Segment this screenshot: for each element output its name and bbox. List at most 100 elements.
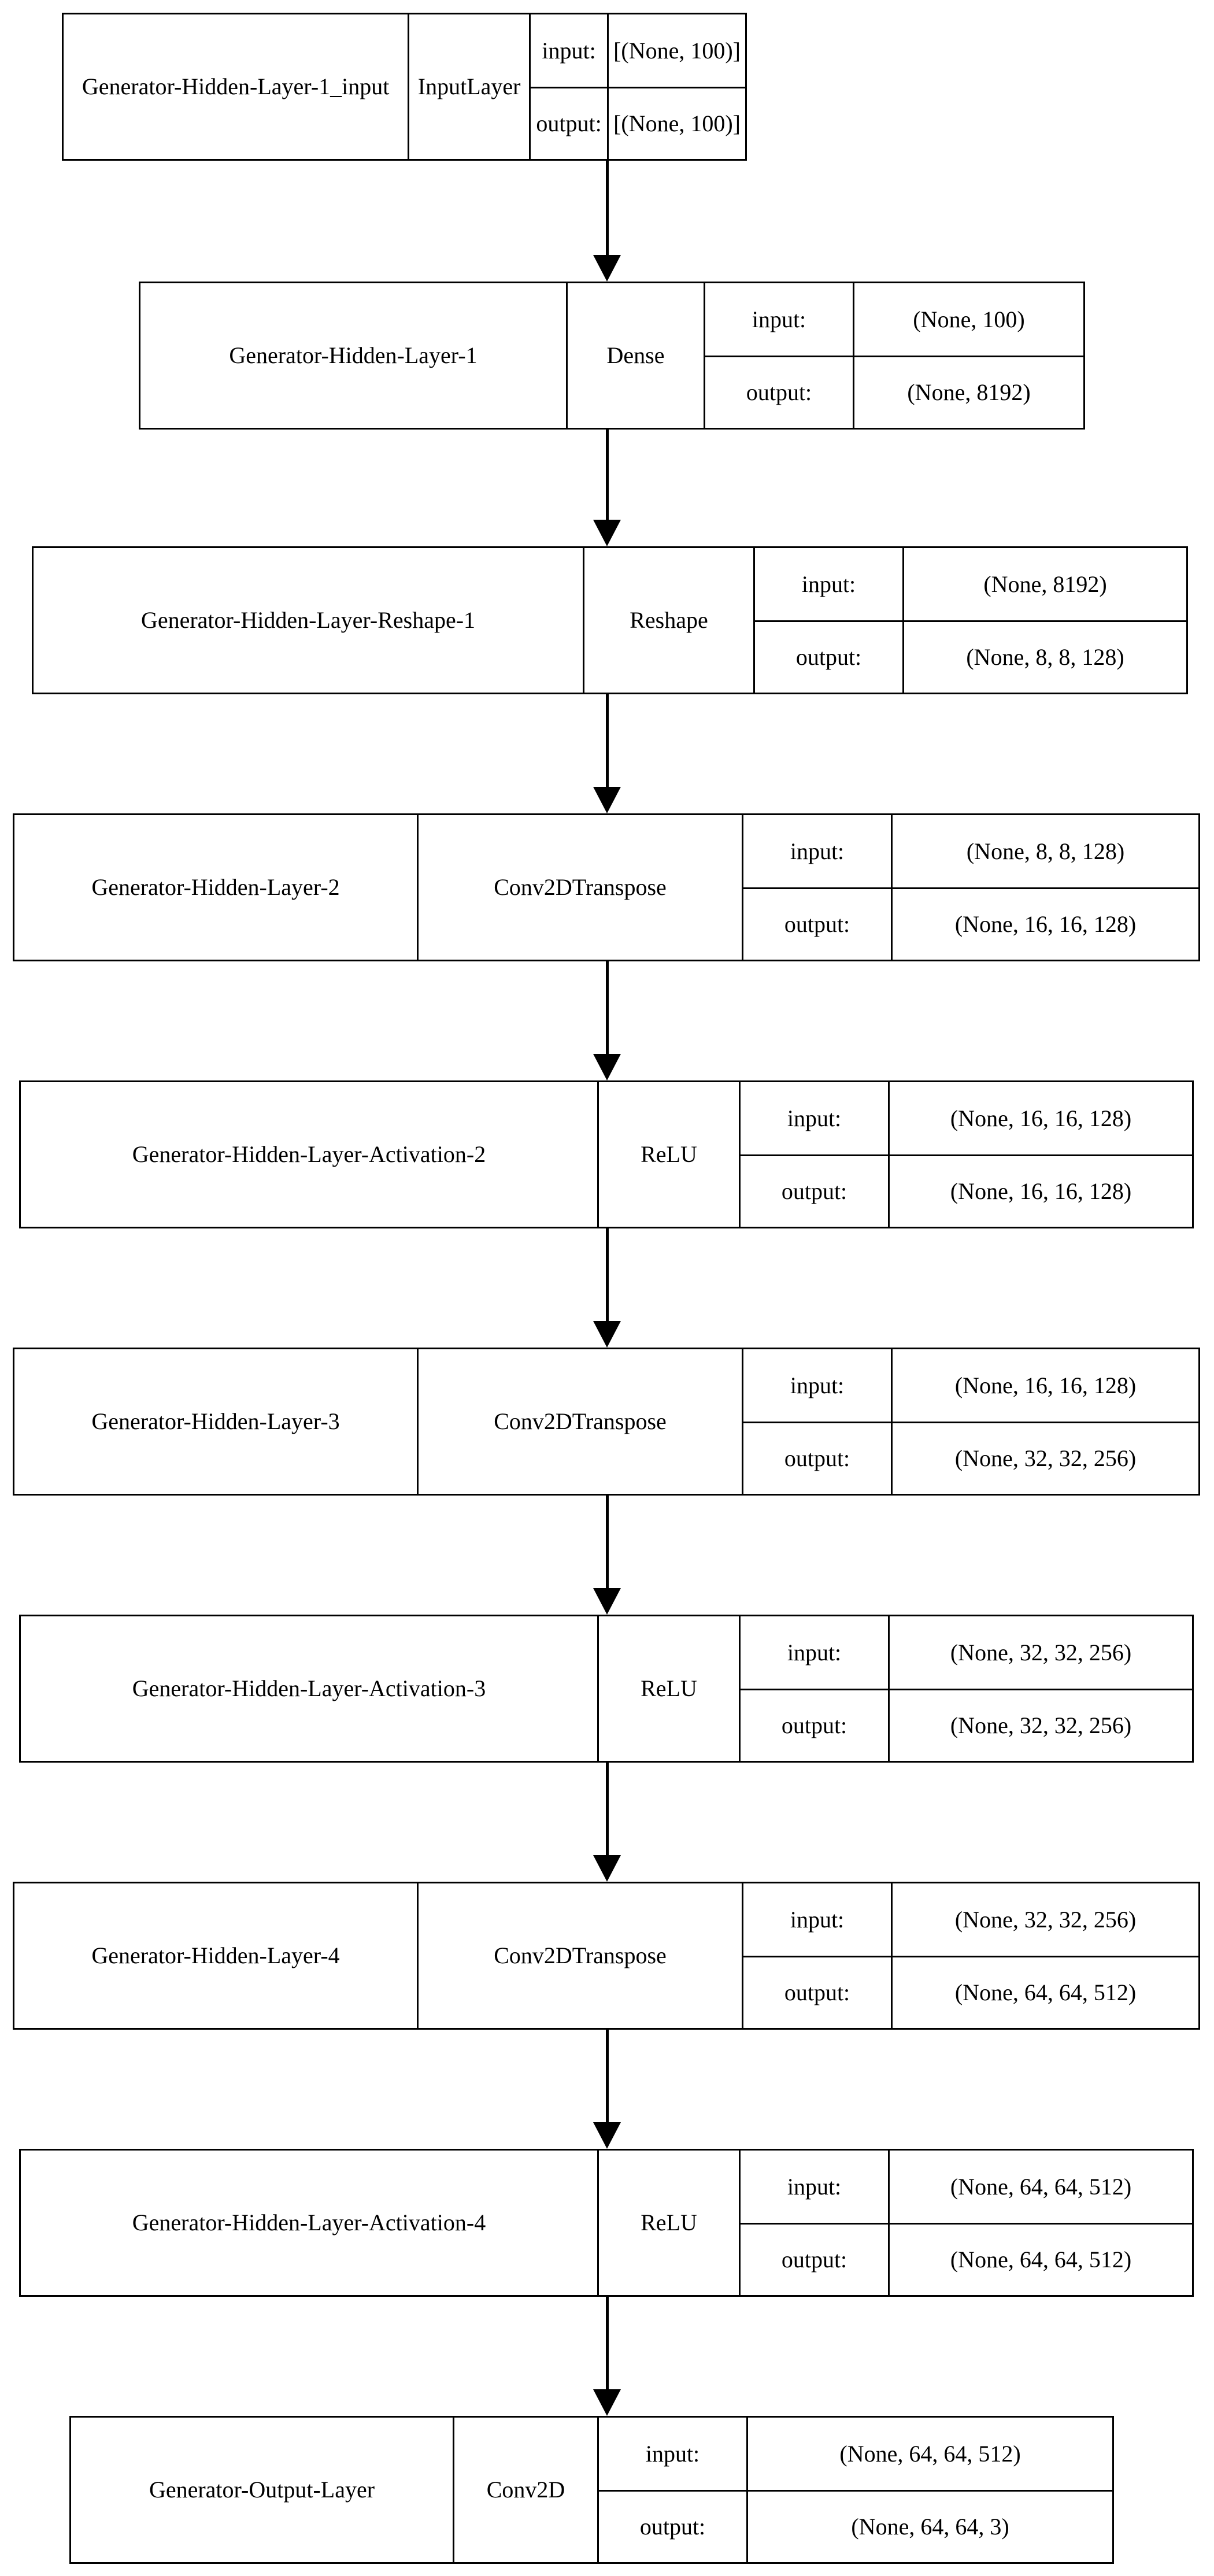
arrowhead-icon: [593, 2122, 621, 2149]
output-shape-value: (None, 32, 32, 256): [891, 1423, 1198, 1494]
layer-input-row: input: (None, 8192): [755, 548, 1186, 620]
layer-io-table: input: (None, 16, 16, 128)output:(None, 1…: [739, 1082, 1192, 1227]
arrowhead-icon: [593, 1321, 621, 1348]
edge-line: [606, 1228, 609, 1321]
layer-output-row: output: (None, 64, 64, 3): [599, 2490, 1112, 2562]
layer-name: Generator-Output-Layer: [149, 2477, 375, 2503]
output-shape-value: (None, 64, 64, 512): [891, 1957, 1198, 2028]
layer-name: Generator-Hidden-Layer-Reshape-1: [140, 607, 476, 633]
output-label: output:: [784, 911, 850, 937]
input-shape-value: (None, 100): [853, 283, 1083, 356]
edge-line: [606, 961, 609, 1054]
input-shape-value: (None, 32, 32, 256): [891, 1883, 1198, 1956]
layer-io-table: input: (None, 64, 64, 512) output: (None, 6…: [739, 2151, 1192, 2295]
output-shape-value: [(None, 100)]: [607, 88, 745, 159]
layer-io-table: input: (None, 32, 32, 256) output: (None, 3…: [739, 1616, 1192, 1761]
arrowhead-icon: [593, 1054, 621, 1080]
output-label: output:: [781, 1712, 847, 1738]
edge-line: [606, 2030, 609, 2122]
layer-output-row: output:(None, 64, 64, 512): [743, 1956, 1198, 2028]
arrowhead-icon: [593, 1855, 621, 1882]
layer-output-row: output: (None, 64, 64, 512): [741, 2223, 1192, 2295]
layer-input-row: input: (None, 16, 16, 128): [741, 1082, 1192, 1154]
layer-io-table: input:(None, 100) output: (None, 8192): [704, 283, 1083, 428]
output-label: output:: [795, 644, 862, 670]
layer-output-row: output:(None, 16, 16, 128): [741, 1154, 1192, 1227]
output-shape-value: (None, 8, 8, 128): [902, 622, 1186, 693]
layer-name: Generator-Hidden-Layer-1_input: [82, 73, 390, 99]
input-shape-value: (None, 16, 16, 128): [891, 1349, 1198, 1422]
input-label: input:: [787, 2173, 842, 2200]
input-shape-value: [(None, 100)]: [607, 14, 745, 87]
input-label: input:: [790, 838, 845, 864]
output-label: output:: [781, 1178, 847, 1204]
arrowhead-icon: [593, 1588, 621, 1615]
layer-io-table: input: [(None, 100)]output:[(None, 100)]: [529, 14, 745, 159]
layer-name: Generator-Hidden-Layer-Activation-4: [132, 2209, 486, 2236]
layer-input-row: input: [(None, 100)]: [531, 14, 745, 87]
layer-class: Conv2DTranspose: [417, 815, 742, 960]
layer-name: Generator-Hidden-Layer-Activation-2: [132, 1141, 486, 1167]
edge-line: [606, 430, 609, 520]
input-label: input:: [790, 1372, 845, 1398]
layer-output-row: output:[(None, 100)]: [531, 87, 745, 159]
input-shape-value: (None, 64, 64, 512): [888, 2151, 1192, 2223]
layer-input-row: input:(None, 64, 64, 512): [599, 2418, 1112, 2490]
output-shape-value: (None, 64, 64, 512): [888, 2225, 1192, 2295]
output-label: output:: [536, 110, 602, 136]
input-label: input:: [787, 1639, 842, 1665]
layer-output-row: output: (None, 8192): [705, 356, 1083, 428]
layer-input-row: input: (None, 16, 16, 128): [743, 1349, 1198, 1422]
edge-line: [606, 694, 609, 787]
layer-name: Generator-Hidden-Layer-2: [91, 874, 340, 900]
layer-class: Conv2D: [453, 2418, 597, 2562]
layer-class: ReLU: [597, 1616, 739, 1761]
input-shape-value: (None, 16, 16, 128): [888, 1082, 1192, 1154]
layer-class: ReLU: [597, 2151, 739, 2295]
arrowhead-icon: [593, 787, 621, 813]
layer-io-table: input: (None, 16, 16, 128) output: (None, 3…: [742, 1349, 1198, 1494]
input-shape-value: (None, 32, 32, 256): [888, 1616, 1192, 1689]
layer-class: InputLayer: [408, 14, 529, 159]
output-label: output:: [639, 2514, 706, 2540]
layer-name: Generator-Hidden-Layer-4: [91, 1942, 340, 1968]
layer-class: Conv2DTranspose: [417, 1883, 742, 2028]
output-label: output:: [784, 1445, 850, 1471]
input-label: input:: [787, 1105, 842, 1131]
output-label: output:: [746, 379, 812, 405]
layer-node: Generator-Hidden-Layer-Activation-3 ReLU i…: [19, 1615, 1194, 1763]
layer-output-row: output: (None, 32, 32, 256): [741, 1689, 1192, 1761]
output-shape-value: (None, 32, 32, 256): [888, 1690, 1192, 1761]
layer-name: Generator-Hidden-Layer-1: [229, 342, 478, 368]
layer-input-row: input:(None, 32, 32, 256): [743, 1883, 1198, 1956]
output-shape-value: (None, 8192): [853, 357, 1083, 428]
input-shape-value: (None, 8, 8, 128): [891, 815, 1198, 887]
layer-class: Dense: [566, 283, 704, 428]
output-label: output:: [781, 2246, 847, 2272]
layer-input-row: input: (None, 8, 8, 128): [743, 815, 1198, 887]
input-shape-value: (None, 8192): [902, 548, 1186, 620]
output-shape-value: (None, 64, 64, 3): [746, 2492, 1112, 2562]
layer-input-row: input:(None, 100): [705, 283, 1083, 356]
layer-name: Generator-Hidden-Layer-Activation-3: [132, 1675, 486, 1701]
layer-node: Generator-Hidden-Layer-Activation-4 ReLU i…: [19, 2149, 1194, 2297]
edge-line: [606, 161, 609, 255]
input-label: input:: [542, 37, 596, 64]
layer-io-table: input: (None, 8192) output: (None, 8, 8, 12…: [753, 548, 1186, 693]
layer-class: Conv2DTranspose: [417, 1349, 742, 1494]
arrowhead-icon: [593, 255, 621, 282]
edge-line: [606, 2297, 609, 2389]
input-label: input:: [801, 571, 856, 597]
edge-line: [606, 1496, 609, 1588]
layer-output-row: output: (None, 32, 32, 256): [743, 1422, 1198, 1494]
output-shape-value: (None, 16, 16, 128): [891, 889, 1198, 960]
layer-io-table: input: (None, 8, 8, 128) output: (None, 16,…: [742, 815, 1198, 960]
arrowhead-icon: [593, 520, 621, 546]
